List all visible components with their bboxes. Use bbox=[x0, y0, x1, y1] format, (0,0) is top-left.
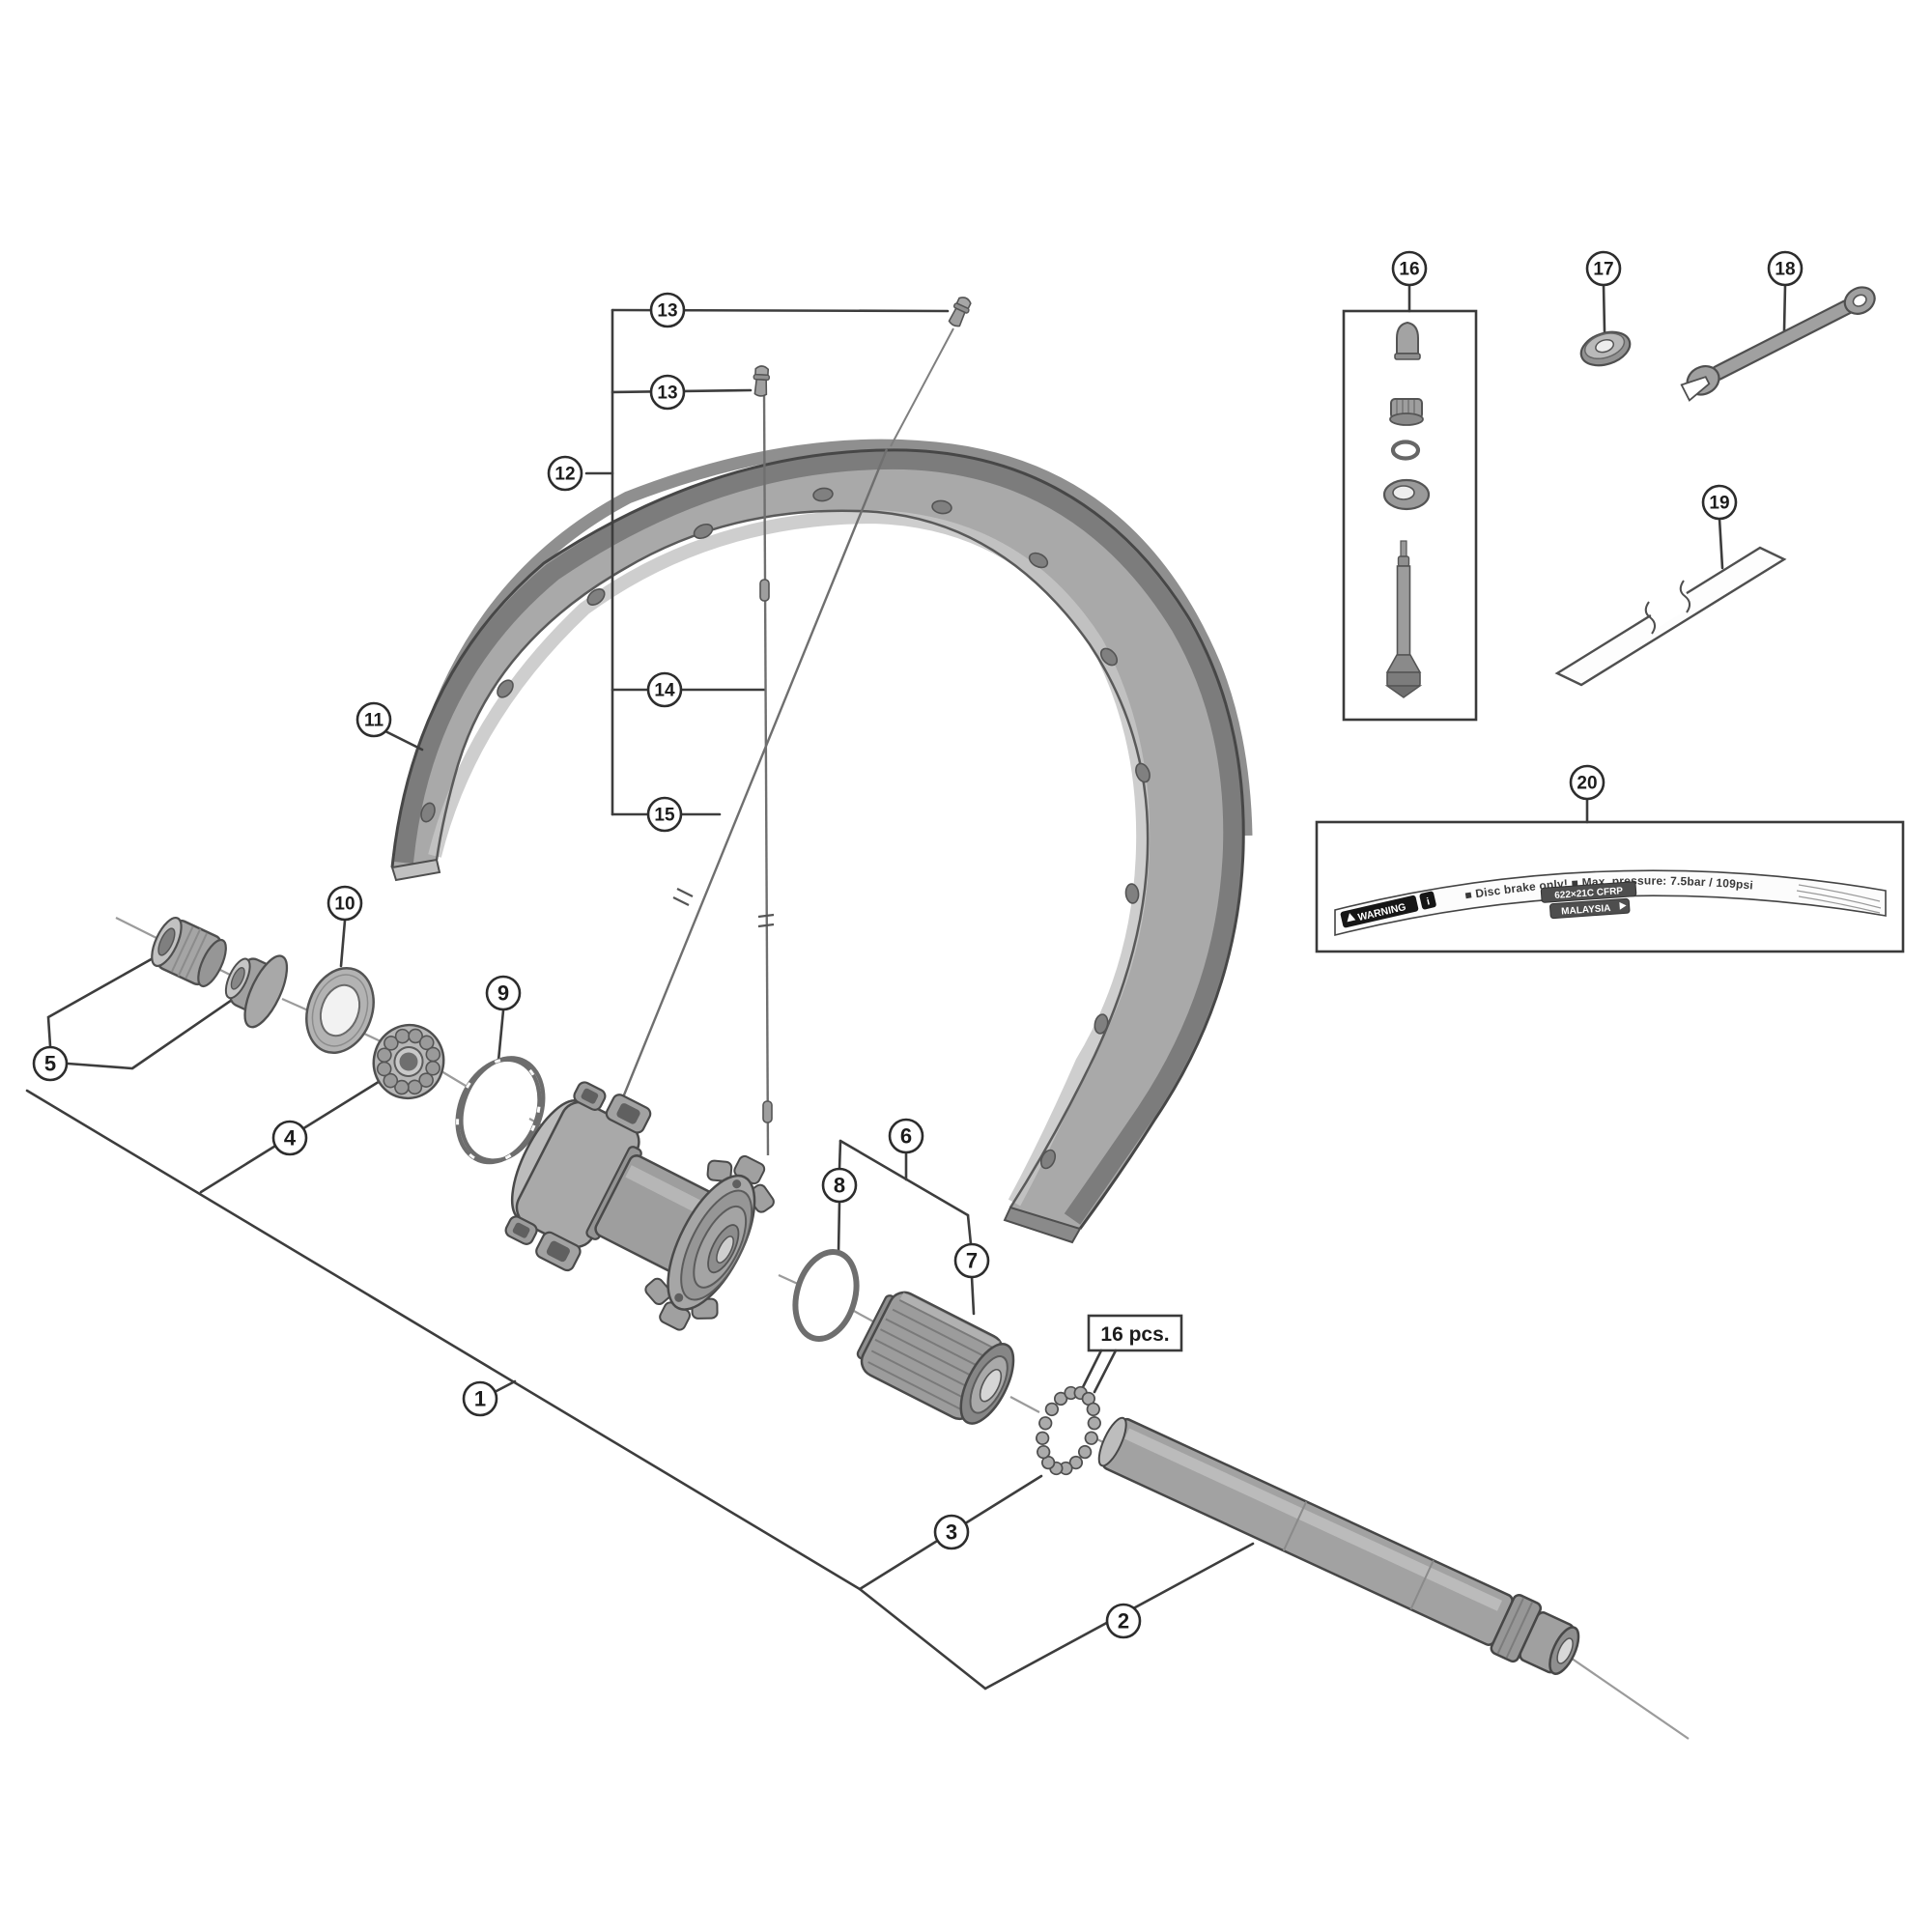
callout-8-7: 8 bbox=[821, 1167, 858, 1204]
valve-stem bbox=[1384, 540, 1423, 698]
callout-11-10: 11 bbox=[355, 701, 392, 738]
svg-text:8: 8 bbox=[834, 1174, 845, 1198]
spoke-15 bbox=[621, 448, 889, 1098]
svg-text:2: 2 bbox=[1118, 1609, 1129, 1634]
callout-10-9: 10 bbox=[327, 885, 363, 922]
rim-end-face-right bbox=[1003, 1206, 1082, 1244]
callout-18-18: 18 bbox=[1767, 250, 1804, 287]
callout-13-12: 13 bbox=[649, 292, 686, 328]
callout-5-4: 5 bbox=[32, 1045, 69, 1082]
rim-plug-nut bbox=[1579, 330, 1632, 367]
svg-text:18: 18 bbox=[1775, 260, 1795, 280]
callout-19-19: 19 bbox=[1701, 484, 1738, 521]
spec-origin-text: MALAYSIA bbox=[1561, 903, 1611, 918]
o-ring bbox=[792, 1249, 860, 1342]
svg-text:17: 17 bbox=[1593, 260, 1613, 280]
rim-band bbox=[392, 449, 1244, 1229]
valve-grommet bbox=[1382, 478, 1431, 511]
svg-text:11: 11 bbox=[364, 711, 384, 731]
ball-retainer-16 bbox=[1036, 1385, 1101, 1476]
valve-o-ring bbox=[1390, 440, 1421, 461]
callout-17-17: 17 bbox=[1585, 250, 1622, 287]
spec-size-text: 622×21C CFRP bbox=[1554, 886, 1624, 901]
svg-text:19: 19 bbox=[1709, 494, 1729, 514]
spoke-ferrule bbox=[759, 579, 770, 602]
svg-text:10: 10 bbox=[334, 895, 355, 915]
spoke-wrench bbox=[1680, 286, 1876, 402]
wheel-rim bbox=[390, 439, 1253, 1244]
spoke-14 bbox=[762, 389, 770, 1156]
svg-text:3: 3 bbox=[946, 1520, 957, 1545]
svg-text:12: 12 bbox=[554, 465, 575, 485]
callout-3-2: 3 bbox=[933, 1514, 970, 1550]
rim-inner-contour bbox=[435, 509, 1150, 1208]
rim-inner-highlight bbox=[428, 509, 1151, 1207]
svg-text:5: 5 bbox=[44, 1052, 56, 1076]
rotor-mount-lugs bbox=[504, 1081, 652, 1272]
svg-text:6: 6 bbox=[900, 1124, 912, 1149]
callout-4-3: 4 bbox=[271, 1120, 308, 1156]
nipple-drop-line bbox=[890, 327, 954, 447]
callout-15-15: 15 bbox=[646, 796, 683, 833]
callout-6-5: 6 bbox=[888, 1118, 924, 1154]
sticker-fine-print bbox=[1796, 884, 1882, 914]
warning-sticker-box bbox=[1315, 820, 1905, 953]
hub-body bbox=[504, 1081, 775, 1331]
spoke-nipple bbox=[753, 365, 771, 397]
axle-end-cap bbox=[151, 917, 227, 988]
rim-tape-strip bbox=[1554, 546, 1787, 687]
rim-far-sidewall bbox=[403, 439, 1253, 837]
valve-set-box bbox=[1342, 309, 1478, 722]
ball-count-text: 16 pcs. bbox=[1100, 1323, 1169, 1346]
spokes bbox=[621, 297, 972, 1156]
ball-bearing-retainer bbox=[372, 1023, 445, 1100]
rim-end-face-left bbox=[390, 858, 441, 882]
seal-washer bbox=[305, 966, 375, 1055]
callout-1-0: 1 bbox=[462, 1380, 498, 1417]
cone-washer bbox=[224, 954, 289, 1029]
svg-text:7: 7 bbox=[966, 1249, 978, 1273]
valve-nut bbox=[1389, 398, 1424, 426]
callout-14-14: 14 bbox=[646, 671, 683, 708]
rim-brake-track bbox=[394, 449, 1243, 1225]
svg-text:13: 13 bbox=[657, 301, 677, 322]
callout-20-20: 20 bbox=[1569, 764, 1605, 801]
svg-text:4: 4 bbox=[284, 1126, 297, 1151]
svg-text:16: 16 bbox=[1399, 260, 1419, 280]
valve-cap bbox=[1394, 321, 1421, 360]
ball-count-label: 16 pcs. bbox=[1087, 1314, 1183, 1352]
svg-text:9: 9 bbox=[497, 981, 509, 1006]
callout-7-6: 7 bbox=[953, 1242, 990, 1279]
valve-set bbox=[1342, 309, 1478, 722]
spoke-ferrule bbox=[762, 1100, 773, 1123]
callout-9-8: 9 bbox=[485, 975, 522, 1011]
callout-12-11: 12 bbox=[547, 455, 583, 492]
callout-13-13: 13 bbox=[649, 374, 686, 411]
svg-text:1: 1 bbox=[474, 1387, 486, 1411]
info-icon: i bbox=[1426, 895, 1432, 907]
wave-lock-ring bbox=[455, 1056, 546, 1165]
spoke-break-ticks bbox=[672, 888, 775, 928]
callout-16-16: 16 bbox=[1391, 250, 1428, 287]
svg-text:14: 14 bbox=[654, 681, 675, 701]
svg-text:13: 13 bbox=[657, 384, 677, 404]
svg-text:20: 20 bbox=[1577, 774, 1597, 794]
freehub-body bbox=[856, 1291, 1015, 1425]
thru-axle bbox=[1097, 1416, 1580, 1675]
sticker-spec-labels: 622×21C CFRP MALAYSIA bbox=[1540, 881, 1637, 920]
callout-2-1: 2 bbox=[1105, 1603, 1142, 1639]
rim-spoke-holes bbox=[420, 487, 1151, 1170]
svg-text:15: 15 bbox=[654, 806, 675, 826]
rim-outer-contour bbox=[390, 448, 1245, 1230]
sticker-band bbox=[1334, 869, 1887, 937]
spoke-nipple bbox=[948, 297, 972, 327]
warning-sticker: WARNING i ■ Disc brake only! ■ Max. pres… bbox=[1315, 820, 1905, 953]
